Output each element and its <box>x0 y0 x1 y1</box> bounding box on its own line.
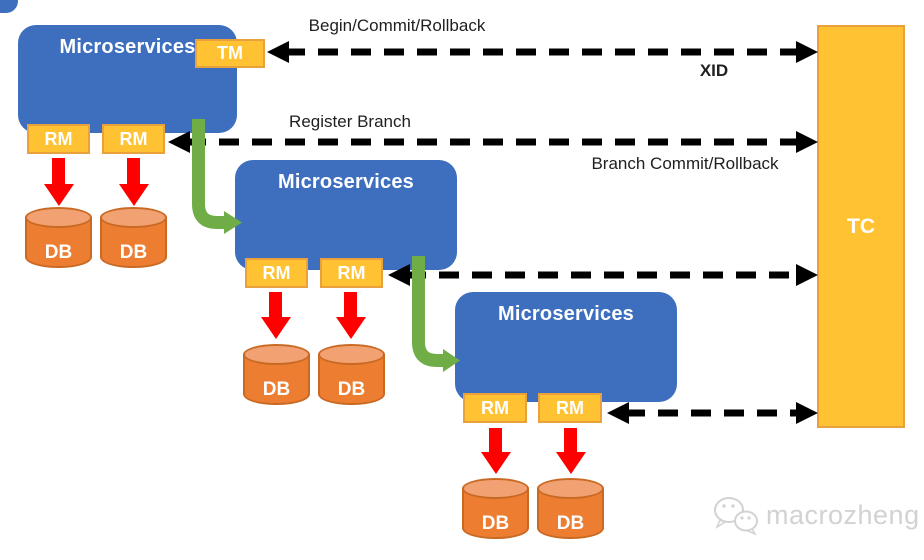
edge-label-branch-commit-rollback: Branch Commit/Rollback <box>591 154 779 173</box>
db-top <box>462 478 529 499</box>
green-arrow-ms2-ms3 <box>412 256 460 372</box>
db-cylinder-3b: DB <box>537 478 604 542</box>
red-arrow-rm2b-db <box>336 292 366 339</box>
red-arrow-rm1a-db <box>44 158 74 206</box>
edge-label-xid: XID <box>699 61 729 80</box>
db-top <box>100 207 167 228</box>
db-cylinder-2b: DB <box>318 344 385 408</box>
microservice-1-label: Microservices <box>59 36 196 58</box>
rm-box-1a: RM <box>27 124 90 154</box>
rm-box-2a: RM <box>245 258 308 288</box>
db-top <box>318 344 385 365</box>
watermark-text: macrozheng <box>766 499 920 530</box>
rm-label: RM <box>44 128 73 149</box>
red-arrow-rm3b-db <box>556 428 586 474</box>
rm-label: RM <box>337 262 366 283</box>
db-top <box>25 207 92 228</box>
db-top <box>537 478 604 499</box>
red-arrow-rm2a-db <box>261 292 291 339</box>
rm-label: RM <box>119 128 148 149</box>
dashed-arrow-rm1-tc <box>168 131 818 153</box>
db-label: DB <box>119 242 148 263</box>
microservice-box-3: Microservices <box>455 292 677 402</box>
db-cylinder-2a: DB <box>243 344 310 408</box>
rm-label: RM <box>481 397 509 418</box>
rm-label: RM <box>556 397 584 418</box>
red-arrow-rm3a-db <box>481 428 511 474</box>
edge-label-begin-commit-rollback: Begin/Commit/Rollback <box>308 16 486 35</box>
microservice-3-label: Microservices <box>497 303 635 325</box>
dashed-arrow-rm2-tc <box>388 264 818 286</box>
db-label: DB <box>337 379 366 400</box>
db-label: DB <box>262 379 291 400</box>
db-cylinder-1a: DB <box>25 207 92 271</box>
edge-label-register-branch: Register Branch <box>289 112 411 131</box>
dashed-arrow-rm3-tc <box>607 402 818 424</box>
db-cylinder-3a: DB <box>462 478 529 542</box>
rm-box-1b: RM <box>102 124 165 154</box>
tc-box: TC <box>817 25 905 428</box>
tm-label: TM <box>217 43 243 63</box>
wechat-icon <box>714 497 758 536</box>
rm-box-3b: RM <box>538 393 602 423</box>
watermark: macrozheng <box>710 494 920 536</box>
tc-label: TC <box>847 214 875 238</box>
db-label: DB <box>556 513 585 534</box>
rm-label: RM <box>262 262 291 283</box>
microservice-2-label: Microservices <box>277 171 415 193</box>
clipped-microservice-box <box>0 0 18 13</box>
dashed-arrow-tm-tc <box>267 41 818 63</box>
rm-box-2b: RM <box>320 258 383 288</box>
tm-box: TM <box>195 39 265 68</box>
db-cylinder-1b: DB <box>100 207 167 271</box>
db-label: DB <box>44 242 73 263</box>
rm-box-3a: RM <box>463 393 527 423</box>
microservice-box-2: Microservices <box>235 160 457 270</box>
db-label: DB <box>481 513 510 534</box>
db-top <box>243 344 310 365</box>
red-arrow-rm1b-db <box>119 158 149 206</box>
